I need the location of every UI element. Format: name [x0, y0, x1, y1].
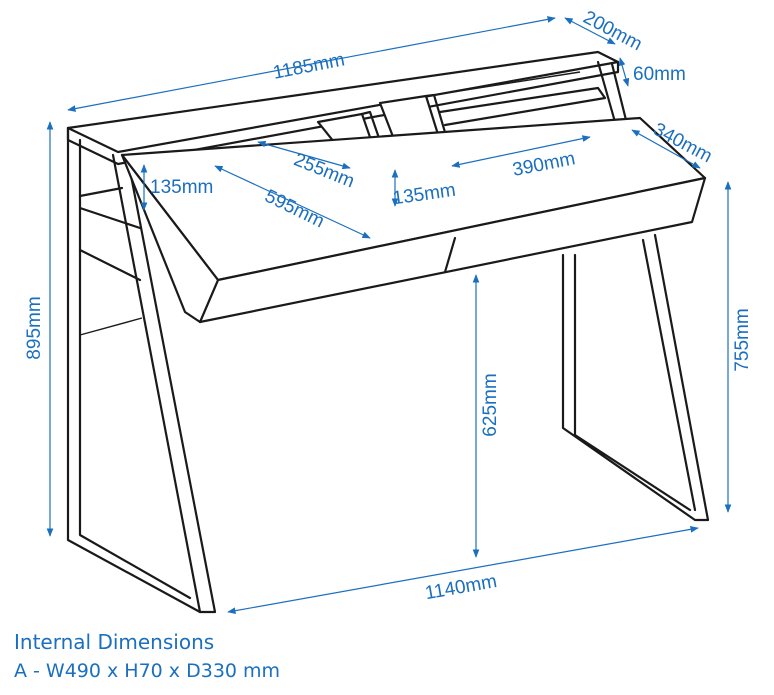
- label-overall-width: 1185mm: [271, 49, 346, 83]
- dim-line-60: [618, 57, 630, 87]
- internal-dimensions-title: Internal Dimensions: [14, 630, 215, 654]
- label-base-width: 1140mm: [424, 571, 499, 604]
- label-shelf-gap: 60mm: [633, 64, 686, 85]
- label-knee-height: 625mm: [480, 373, 501, 436]
- dim-line-1185: [67, 16, 556, 112]
- dim-line-200: [564, 17, 616, 45]
- left-side-inner: [79, 317, 143, 336]
- left-side-panel: [78, 186, 142, 282]
- desk-drawing: [66, 50, 710, 614]
- label-overall-height: 895mm: [24, 296, 45, 359]
- small-shelf: [438, 86, 607, 127]
- top-shelf-front: [66, 60, 620, 166]
- dim-line-255: [257, 140, 351, 170]
- drawer-split: [443, 236, 457, 274]
- right-shelf-upright: [596, 60, 630, 130]
- dimension-lines: [46, 16, 732, 614]
- label-desk-height: 755mm: [732, 308, 753, 371]
- internal-dimensions-line: A - W490 x H70 x D330 mm: [14, 660, 281, 682]
- left-front-leg: [111, 153, 217, 614]
- right-frame: [561, 233, 710, 522]
- dim-line-595: [214, 165, 371, 239]
- dim-line-390: [451, 135, 591, 168]
- label-left-height: 135mm: [150, 177, 213, 198]
- dim-line-1140: [227, 526, 699, 614]
- dim-line-340: [631, 129, 701, 169]
